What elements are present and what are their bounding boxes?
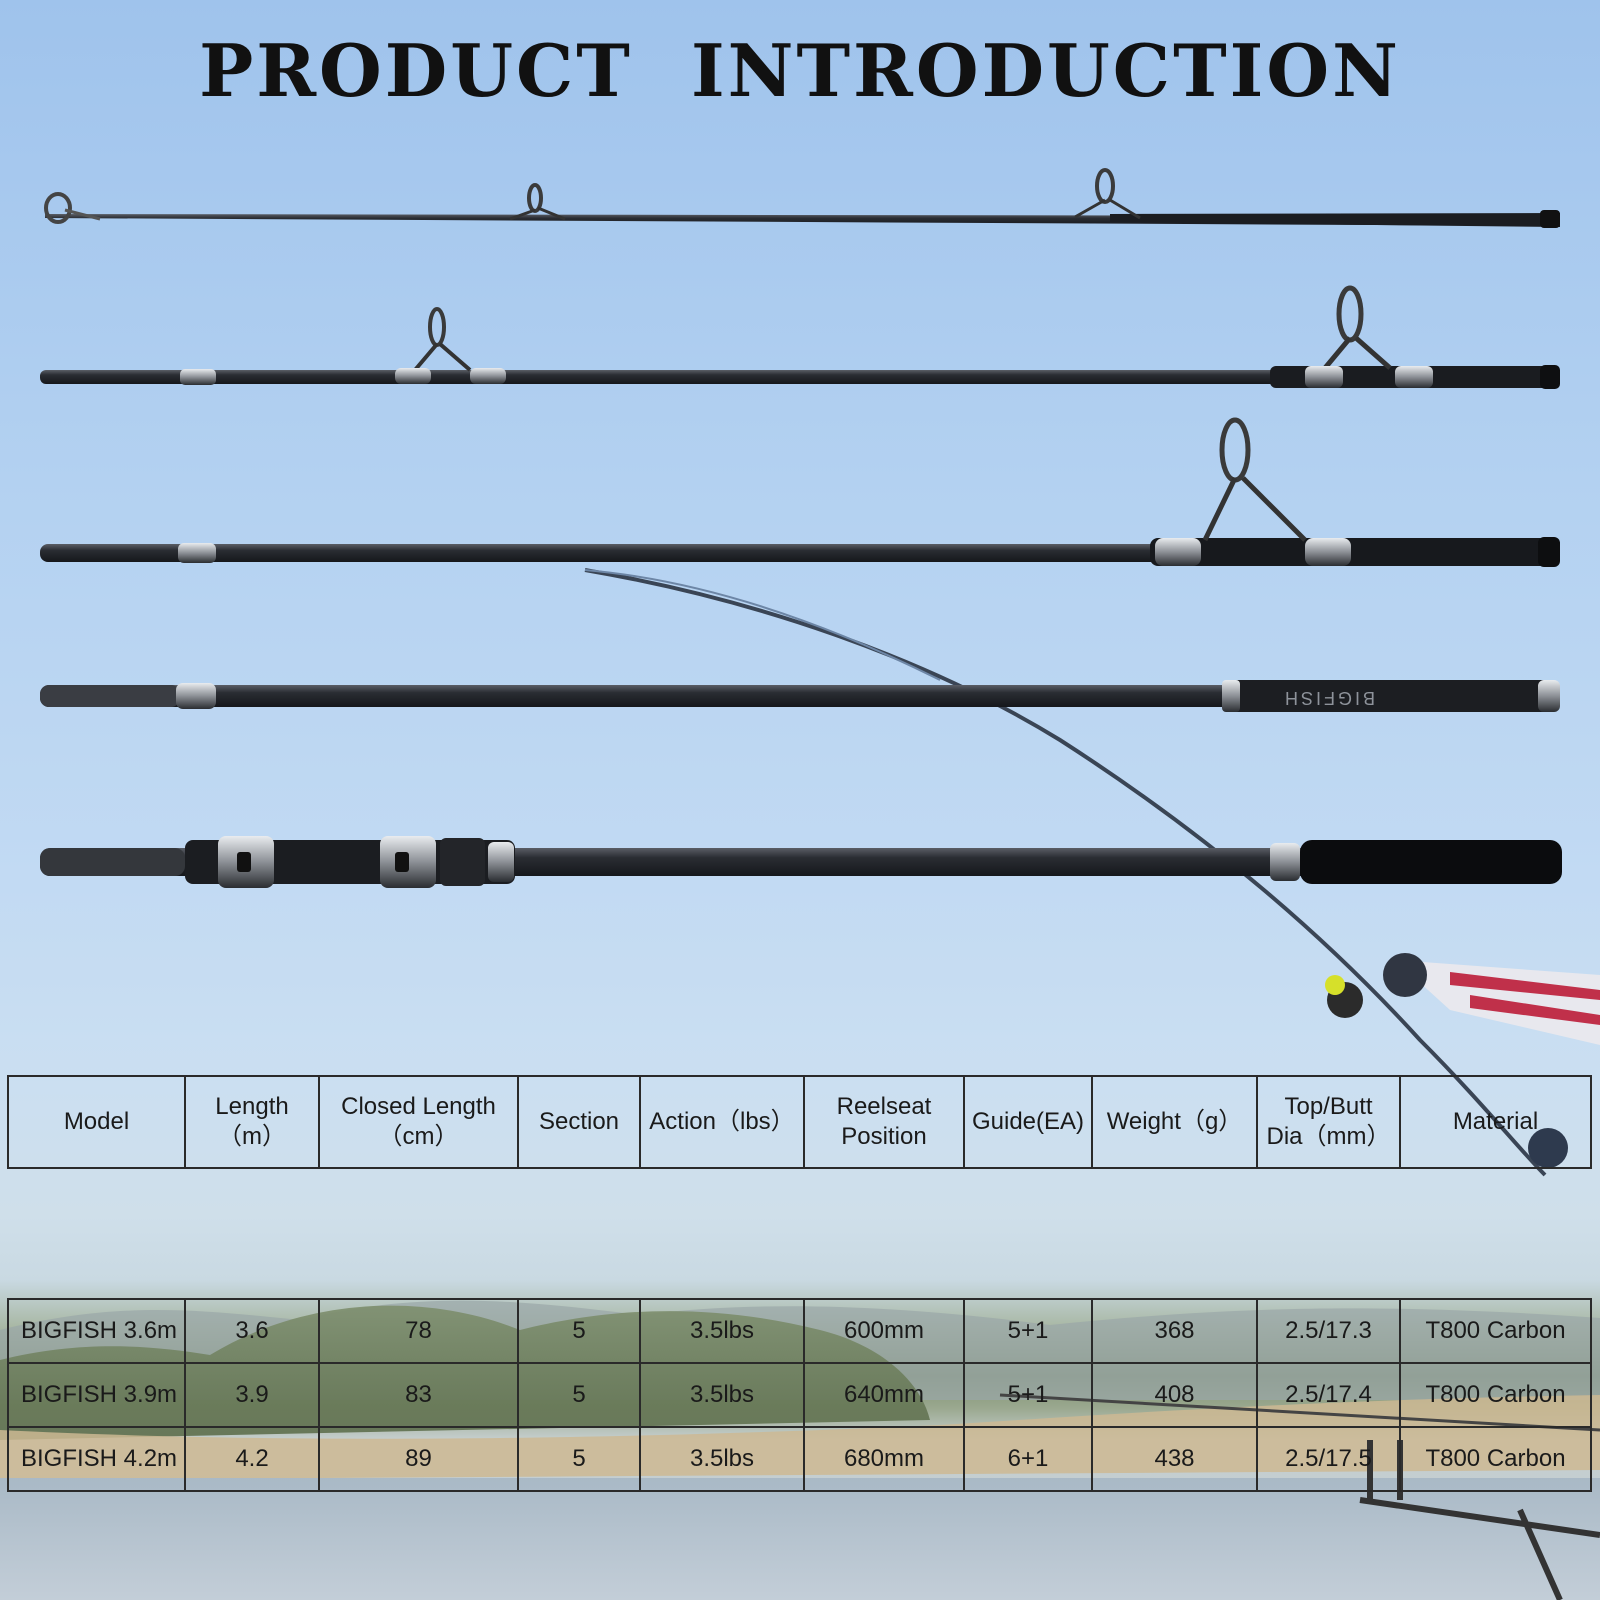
- cell-guide: 5+1: [963, 1362, 1093, 1428]
- page-title: PRODUCT INTRODUCTION: [199, 28, 1401, 113]
- cell-model: BIGFISH 3.6m: [7, 1298, 186, 1364]
- cell-action: 3.5lbs: [639, 1362, 805, 1428]
- cell-length: 4.2: [184, 1426, 320, 1492]
- cell-weight: 408: [1091, 1362, 1258, 1428]
- guide-ring: [1074, 168, 1141, 220]
- header-row: Model Length（m） Closed Length（cm） Sectio…: [7, 1075, 1592, 1169]
- column-header-action: Action（lbs）: [639, 1075, 805, 1169]
- rod-section-2: [40, 285, 1560, 389]
- cell-reelseat-position: 600mm: [803, 1298, 965, 1364]
- column-header-length: Length（m）: [184, 1075, 320, 1169]
- column-header-model: Model: [7, 1075, 186, 1169]
- guide-ring: [509, 183, 566, 221]
- rod-section-4: BIGFISH: [40, 680, 1560, 712]
- reel-spool: [1325, 975, 1345, 995]
- cell-closed-length: 78: [318, 1298, 519, 1364]
- tip-top-guide: [44, 192, 72, 224]
- cell-section: 5: [517, 1298, 641, 1364]
- cell-action: 3.5lbs: [639, 1426, 805, 1492]
- cell-length: 3.9: [184, 1362, 320, 1428]
- guide-ring: [395, 307, 506, 384]
- cell-material: T800 Carbon: [1399, 1426, 1592, 1492]
- cell-closed-length: 89: [318, 1426, 519, 1492]
- cell-section: 5: [517, 1426, 641, 1492]
- fishing-line: [584, 569, 941, 681]
- spec-table-body: BIGFISH 3.6m 3.6 78 5 3.5lbs 600mm 5+1 3…: [7, 1298, 1592, 1492]
- cell-top-butt-dia: 2.5/17.5: [1256, 1426, 1401, 1492]
- cell-guide: 6+1: [963, 1426, 1093, 1492]
- cell-action: 3.5lbs: [639, 1298, 805, 1364]
- reel-seat: [185, 836, 515, 888]
- guide-ring: [1305, 285, 1433, 388]
- rod-branding-label: BIGFISH: [1282, 688, 1375, 708]
- cell-reelseat-position: 680mm: [803, 1426, 965, 1492]
- cell-weight: 438: [1091, 1426, 1258, 1492]
- column-header-weight: Weight（g）: [1091, 1075, 1258, 1169]
- cell-guide: 5+1: [963, 1298, 1093, 1364]
- guide-ring: [1155, 417, 1351, 566]
- cell-model: BIGFISH 4.2m: [7, 1426, 186, 1492]
- rod-section-butt: [40, 836, 1562, 888]
- cell-closed-length: 83: [318, 1362, 519, 1428]
- angler-hand: [1383, 953, 1427, 997]
- lake-water: [0, 1478, 1600, 1600]
- column-header-section: Section: [517, 1075, 641, 1169]
- cell-top-butt-dia: 2.5/17.4: [1256, 1362, 1401, 1428]
- cell-section: 5: [517, 1362, 641, 1428]
- cell-reelseat-position: 640mm: [803, 1362, 965, 1428]
- cell-top-butt-dia: 2.5/17.3: [1256, 1298, 1401, 1364]
- cell-weight: 368: [1091, 1298, 1258, 1364]
- table-row: BIGFISH 3.6m 3.6 78 5 3.5lbs 600mm 5+1 3…: [7, 1298, 1592, 1364]
- column-header-material: Material: [1399, 1075, 1592, 1169]
- spec-table-header: Model Length（m） Closed Length（cm） Sectio…: [7, 1075, 1592, 1169]
- rod-section-3: [40, 417, 1560, 567]
- cell-material: T800 Carbon: [1399, 1298, 1592, 1364]
- table-row: BIGFISH 4.2m 4.2 89 5 3.5lbs 680mm 6+1 4…: [7, 1426, 1592, 1492]
- rod-section-tip: [44, 168, 1560, 228]
- cell-length: 3.6: [184, 1298, 320, 1364]
- column-header-guide: Guide(EA): [963, 1075, 1093, 1169]
- column-header-closed-length: Closed Length（cm）: [318, 1075, 519, 1169]
- cell-material: T800 Carbon: [1399, 1362, 1592, 1428]
- cell-model: BIGFISH 3.9m: [7, 1362, 186, 1428]
- table-row: BIGFISH 3.9m 3.9 83 5 3.5lbs 640mm 5+1 4…: [7, 1362, 1592, 1428]
- angler-sleeve-stripes: [1450, 972, 1600, 1025]
